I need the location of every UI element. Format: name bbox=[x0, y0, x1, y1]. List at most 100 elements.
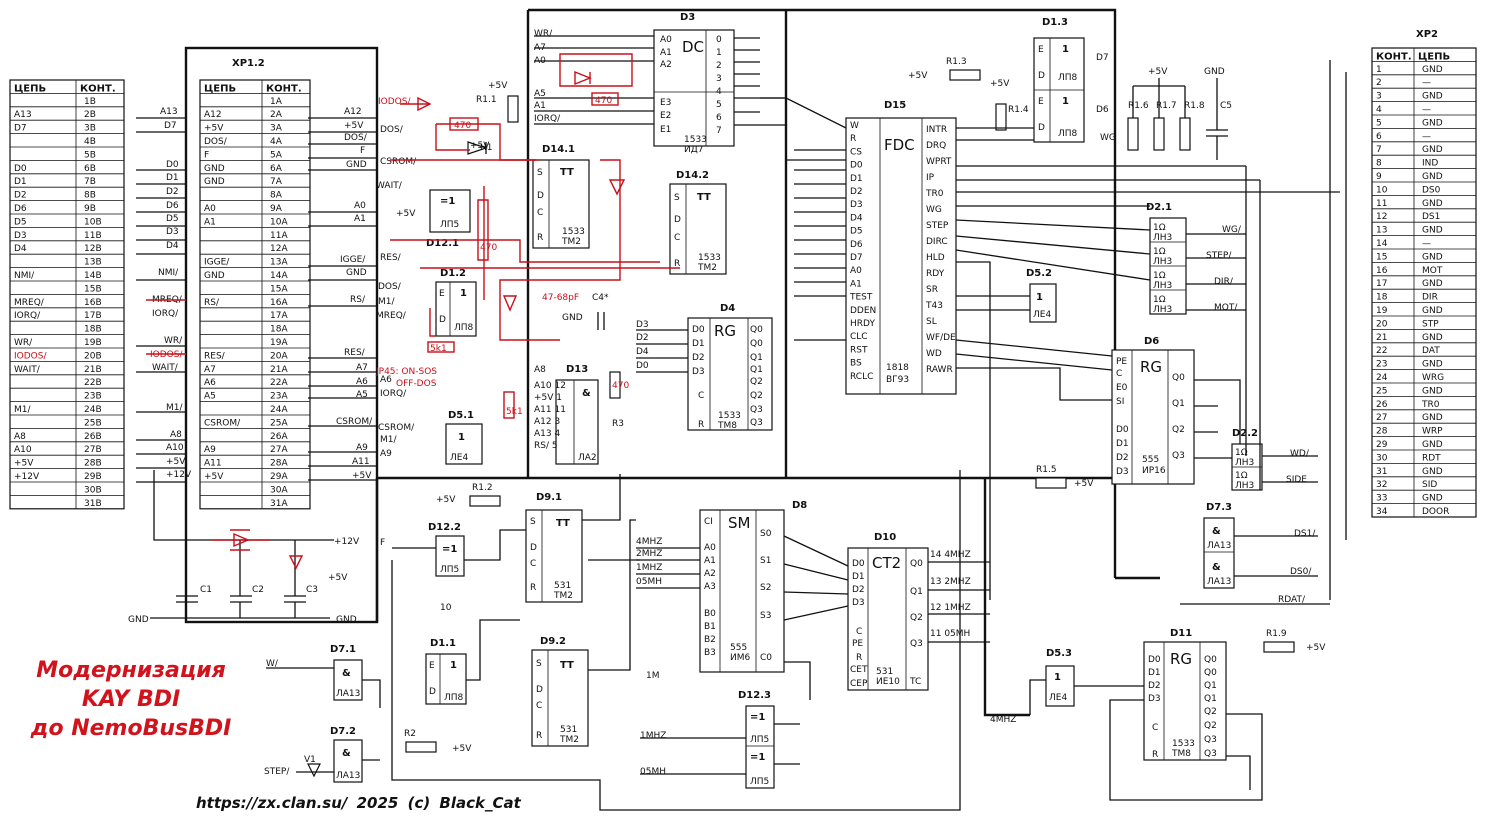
svg-text:WD/: WD/ bbox=[1290, 449, 1310, 459]
svg-text:F: F bbox=[360, 146, 365, 156]
svg-text:STEP/: STEP/ bbox=[264, 767, 290, 777]
svg-text:ЛН3: ЛН3 bbox=[1153, 305, 1172, 315]
svg-text:SM: SM bbox=[728, 514, 750, 532]
fdc-pin: R bbox=[850, 134, 856, 144]
svg-text:ЛП8: ЛП8 bbox=[1058, 73, 1078, 83]
svg-text:DOS/: DOS/ bbox=[380, 125, 404, 135]
svg-text:D5.3: D5.3 bbox=[1046, 648, 1072, 659]
svg-text:+5V: +5V bbox=[908, 71, 928, 81]
xp12-frame bbox=[184, 46, 379, 624]
svg-text:D2: D2 bbox=[852, 585, 865, 595]
fdc-pin: D6 bbox=[850, 240, 863, 250]
table-cell: 14B bbox=[84, 271, 102, 281]
svg-text:D: D bbox=[1038, 123, 1045, 133]
svg-text:1533: 1533 bbox=[684, 135, 707, 145]
table-cell: GND bbox=[1422, 172, 1443, 182]
svg-text:ЛП8: ЛП8 bbox=[444, 693, 464, 703]
svg-text:2: 2 bbox=[716, 61, 722, 71]
svg-text:ЛП8: ЛП8 bbox=[454, 323, 474, 333]
svg-text:A9: A9 bbox=[380, 449, 392, 459]
svg-text:A12: A12 bbox=[344, 107, 362, 117]
svg-text:DC: DC bbox=[682, 38, 704, 56]
table-cell: DOS/ bbox=[204, 137, 228, 147]
svg-text:C: C bbox=[537, 208, 543, 218]
table-cell: GND bbox=[1422, 440, 1443, 450]
svg-text:A6: A6 bbox=[356, 377, 368, 387]
table-cell: +5V bbox=[14, 459, 34, 469]
svg-text:Q2: Q2 bbox=[1172, 425, 1185, 435]
svg-text:TC: TC bbox=[909, 677, 921, 687]
svg-text:E: E bbox=[429, 661, 435, 671]
table-cell: 5 bbox=[1376, 118, 1382, 128]
svg-text:ЛН3: ЛН3 bbox=[1235, 458, 1254, 468]
table-cell: 1A bbox=[270, 97, 283, 107]
svg-text:D13: D13 bbox=[566, 364, 588, 375]
table-cell: TR0 bbox=[1421, 400, 1440, 410]
fdc-pin: SL bbox=[926, 317, 937, 327]
svg-text:STEP/: STEP/ bbox=[1206, 251, 1232, 261]
table-cell: A6 bbox=[204, 378, 216, 388]
table-cell: 23B bbox=[84, 392, 102, 402]
svg-text:TT: TT bbox=[560, 660, 574, 671]
svg-text:A11: A11 bbox=[352, 457, 370, 467]
svg-text:6: 6 bbox=[716, 113, 722, 123]
svg-text:D12.3: D12.3 bbox=[738, 690, 771, 701]
svg-text:12 1MHZ: 12 1MHZ bbox=[930, 603, 971, 613]
svg-text:D0: D0 bbox=[166, 160, 179, 170]
svg-text:RG: RG bbox=[1170, 650, 1192, 668]
footer-url[interactable]: https://zx.clan.su/ bbox=[196, 794, 348, 812]
svg-text:ТМ2: ТМ2 bbox=[697, 263, 717, 273]
svg-text:Q0: Q0 bbox=[1204, 668, 1217, 678]
table-cell: 4 bbox=[1376, 105, 1382, 115]
svg-text:=1: =1 bbox=[440, 196, 455, 207]
table-cell: 29 bbox=[1376, 440, 1388, 450]
svg-text:RES/: RES/ bbox=[344, 348, 366, 358]
svg-text:SIDE: SIDE bbox=[1286, 475, 1307, 485]
table-cell: 34 bbox=[1376, 507, 1388, 517]
caps-c1-c3: C1 C2 C3 GND GND +12V +5V bbox=[128, 470, 360, 625]
svg-text:Q2: Q2 bbox=[750, 391, 763, 401]
table-cell: 21B bbox=[84, 365, 102, 375]
svg-text:&: & bbox=[342, 668, 351, 679]
svg-text:D: D bbox=[1038, 71, 1045, 81]
svg-text:A10 12: A10 12 bbox=[534, 381, 566, 391]
svg-text:D5: D5 bbox=[166, 214, 179, 224]
svg-text:Q2: Q2 bbox=[1204, 721, 1217, 731]
fdc-pin: HLD bbox=[926, 253, 945, 263]
svg-text:ЛА2: ЛА2 bbox=[578, 453, 597, 463]
table-cell: D4 bbox=[14, 244, 27, 254]
svg-text:ЛА13: ЛА13 bbox=[336, 771, 360, 781]
svg-text:531: 531 bbox=[876, 667, 893, 677]
svg-text:470: 470 bbox=[612, 381, 629, 391]
svg-text:GND: GND bbox=[336, 615, 357, 625]
table-cell: 17A bbox=[270, 311, 288, 321]
chip-d2-2: D2.2 1Ω ЛН3 1Ω ЛН3 bbox=[1231, 428, 1263, 491]
svg-text:Q3: Q3 bbox=[750, 405, 763, 415]
svg-text:DS0/: DS0/ bbox=[1290, 567, 1312, 577]
fdc-pin: A0 bbox=[850, 266, 862, 276]
table-cell: GND bbox=[204, 177, 225, 187]
svg-text:D5.1: D5.1 bbox=[448, 410, 474, 421]
table-cell: 11B bbox=[84, 231, 102, 241]
table-cell: MREQ/ bbox=[14, 298, 45, 308]
svg-text:ВГ93: ВГ93 bbox=[886, 375, 909, 385]
table-cell: 27A bbox=[270, 445, 288, 455]
chip-d1-2: D1.2 ED 1 ЛП8 bbox=[435, 268, 477, 337]
svg-text:D1.3: D1.3 bbox=[1042, 17, 1068, 28]
svg-text:C: C bbox=[1116, 369, 1122, 379]
svg-text:1533: 1533 bbox=[1172, 739, 1195, 749]
title-line-2: KAY BDI bbox=[81, 687, 181, 712]
svg-text:D1: D1 bbox=[1116, 439, 1129, 449]
svg-text:S3: S3 bbox=[760, 611, 771, 621]
svg-text:D6: D6 bbox=[1096, 105, 1109, 115]
svg-text:D6: D6 bbox=[1144, 336, 1159, 347]
svg-text:+5V: +5V bbox=[990, 79, 1010, 89]
table-cell: 28 bbox=[1376, 427, 1388, 437]
fdc-pin: WD bbox=[926, 349, 942, 359]
table-cell: M1/ bbox=[14, 405, 31, 415]
chip-d5-2: D5.2 1 ЛЕ4 bbox=[1026, 268, 1057, 323]
svg-text:A11 11: A11 11 bbox=[534, 405, 566, 415]
